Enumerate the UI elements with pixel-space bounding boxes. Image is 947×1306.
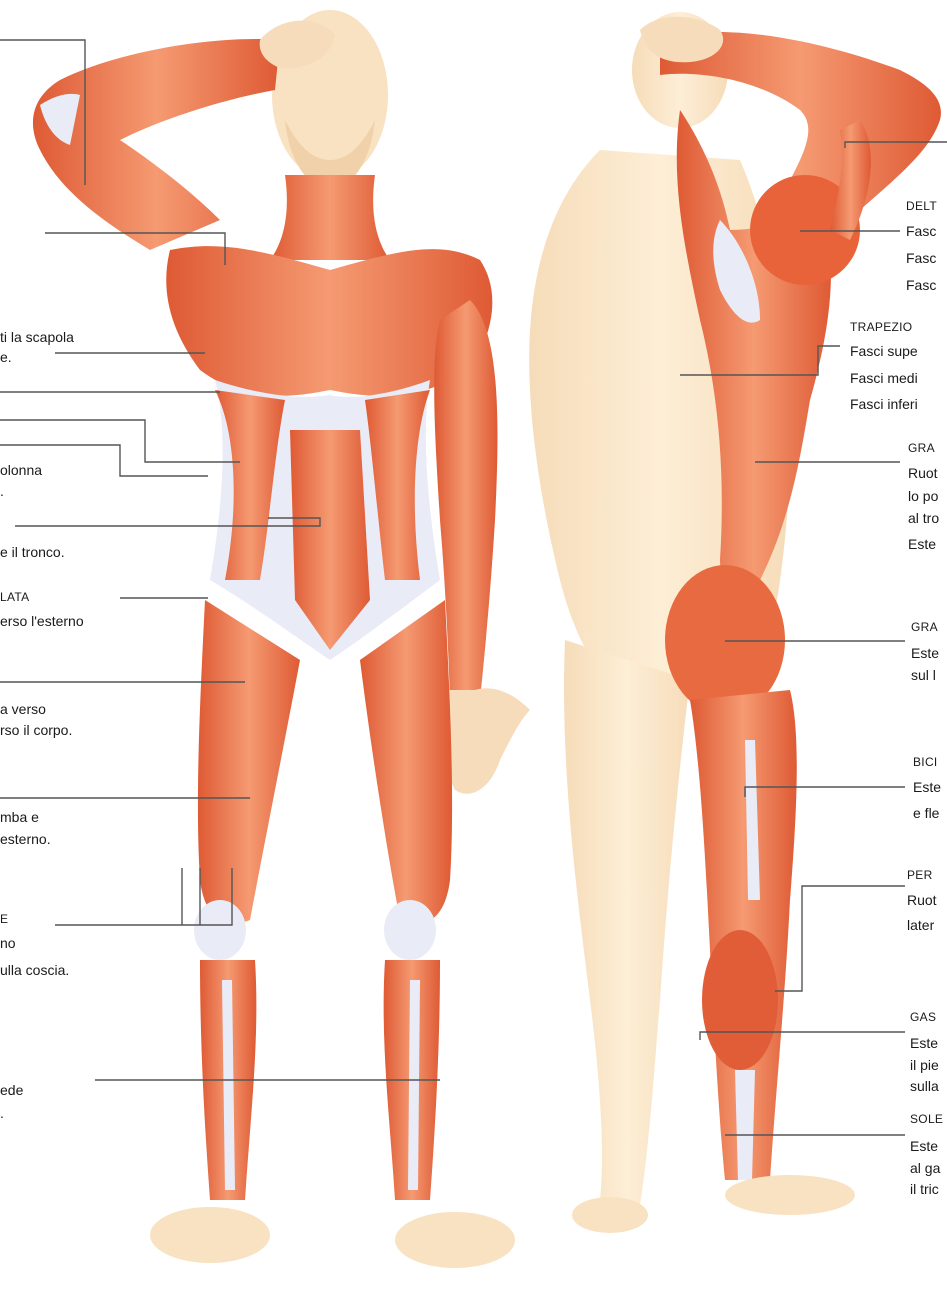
front-left-foot — [395, 1212, 515, 1268]
right-label-gluteus-1: Este — [911, 646, 939, 660]
right-label-soleus-1: Este — [910, 1139, 938, 1153]
back-calf — [702, 930, 778, 1070]
right-label-soleus-2: al ga — [910, 1161, 940, 1175]
left-label-adductor-1: a verso — [0, 702, 46, 716]
left-label-quadriceps-1: mba e — [0, 810, 39, 824]
right-label-peroneus-1: Ruot — [907, 893, 937, 907]
right-label-biceps-femoris-1: Este — [913, 780, 941, 794]
front-right-knee — [194, 900, 246, 960]
left-label-adductor-2: rso il corpo. — [0, 723, 72, 737]
left-label-quadriceps-2: esterno. — [0, 832, 51, 846]
right-label-soleus-title: SOLE — [910, 1113, 943, 1125]
left-label-tibialis-1: ede — [0, 1083, 23, 1097]
right-label-trapezius-3: Fasci inferi — [850, 397, 918, 411]
left-label-sartorius-2: ulla coscia. — [0, 963, 69, 977]
front-left-thigh — [360, 600, 452, 924]
right-label-trapezius-2: Fasci medi — [850, 371, 918, 385]
back-achilles-tendon — [735, 1070, 755, 1180]
front-right-thigh — [198, 600, 300, 924]
right-label-trapezius-title: TRAPEZIO — [850, 321, 912, 333]
front-left-knee — [384, 900, 436, 960]
right-label-gluteus-title: GRA — [911, 621, 938, 633]
right-label-peroneus-2: later — [907, 918, 934, 932]
right-label-latissimus-3: al tro — [908, 511, 939, 525]
right-label-gastrocnemius-title: GAS — [910, 1011, 936, 1023]
right-label-deltoid-2: Fasc — [906, 251, 936, 265]
left-label-abdominis: e il tronco. — [0, 545, 65, 559]
right-label-latissimus-title: GRA — [908, 442, 935, 454]
right-label-biceps-femoris-2: e fle — [913, 806, 939, 820]
right-label-gastrocnemius-3: sulla — [910, 1079, 939, 1093]
left-label-tibialis-2: . — [0, 1106, 4, 1120]
left-label-sartorius-1: no — [0, 936, 16, 950]
right-label-gastrocnemius-2: il pie — [910, 1058, 939, 1072]
left-label-oblique-2: . — [0, 484, 4, 498]
leader-line-peroneus — [775, 886, 905, 991]
front-neck — [270, 175, 390, 260]
front-left-tibia-tendon — [408, 980, 420, 1190]
left-label-serratus-2: e. — [0, 350, 12, 364]
right-label-trapezius-1: Fasci supe — [850, 344, 918, 358]
right-label-gluteus-2: sul l — [911, 668, 936, 682]
right-label-gastrocnemius-1: Este — [910, 1036, 938, 1050]
left-label-tensor-title: LATA — [0, 591, 29, 603]
right-label-deltoid-3: Fasc — [906, 278, 936, 292]
right-label-latissimus-4: Este — [908, 537, 936, 551]
front-right-foot — [150, 1207, 270, 1263]
right-label-soleus-3: il tric — [910, 1182, 939, 1196]
right-label-deltoid-title: DELT — [906, 200, 937, 212]
left-label-tensor-1: erso l'esterno — [0, 614, 84, 628]
right-label-deltoid-1: Fasc — [906, 224, 936, 238]
back-left-leg-skin — [564, 640, 690, 1205]
back-right-foot — [725, 1175, 855, 1215]
right-label-latissimus-2: lo po — [908, 489, 938, 503]
left-label-sartorius-title: E — [0, 913, 8, 925]
right-label-latissimus-1: Ruot — [908, 466, 938, 480]
right-label-peroneus-title: PER — [907, 869, 933, 881]
back-left-foot — [572, 1197, 648, 1233]
right-label-biceps-femoris-title: BICI — [913, 756, 938, 768]
back-figure — [529, 12, 941, 1233]
front-hand-hanging — [443, 688, 530, 794]
left-label-serratus-1: ti la scapola — [0, 330, 74, 344]
left-label-oblique-1: olonna — [0, 463, 42, 477]
